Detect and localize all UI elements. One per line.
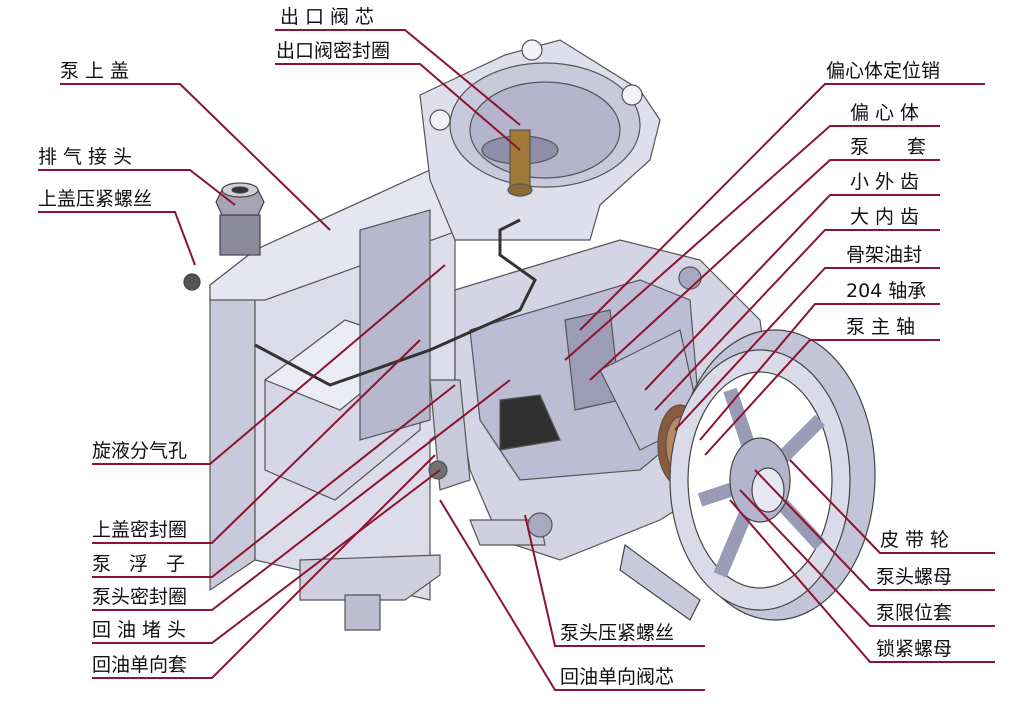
label-pump-limit-sleeve: 泵限位套 bbox=[876, 602, 953, 624]
label-top-cover-seal: 上盖密封圈 bbox=[92, 519, 188, 541]
label-small-outer-gear: 小外齿 bbox=[850, 171, 926, 193]
label-big-inner-gear: 大内齿 bbox=[850, 206, 926, 228]
label-pump-sleeve: 泵套 bbox=[850, 136, 965, 158]
label-exhaust-fitting: 排气接头 bbox=[38, 146, 139, 168]
label-eccentric-body: 偏心体 bbox=[850, 102, 926, 124]
exhaust-fitting-part bbox=[183, 182, 265, 291]
label-outlet-valve-seal: 出口阀密封圈 bbox=[276, 40, 391, 62]
label-bearing-204: 204 轴承 bbox=[846, 280, 927, 302]
label-pump-top-cover: 泵上盖 bbox=[60, 60, 136, 82]
label-lock-nut: 锁紧螺母 bbox=[876, 638, 953, 660]
pump-body bbox=[209, 39, 791, 631]
label-swirl-gas-hole: 旋液分气孔 bbox=[92, 440, 188, 462]
label-return-oil-plug: 回油堵头 bbox=[92, 619, 193, 641]
gas-pipe bbox=[254, 218, 537, 387]
label-belt-pulley: 皮带轮 bbox=[880, 529, 956, 551]
label-return-check-sleeve: 回油单向套 bbox=[92, 654, 188, 676]
label-cover-clamp-screw: 上盖压紧螺丝 bbox=[38, 188, 153, 210]
label-return-check-valve-core: 回油单向阀芯 bbox=[560, 666, 675, 688]
label-eccentric-locating-pin: 偏心体定位销 bbox=[826, 60, 941, 82]
label-skeleton-oil-seal: 骨架油封 bbox=[846, 244, 923, 266]
label-pump-head-clamp-screw: 泵头压紧螺丝 bbox=[560, 622, 675, 644]
label-pump-head-seal: 泵头密封圈 bbox=[92, 586, 188, 608]
label-pump-head-nut: 泵头螺母 bbox=[876, 566, 953, 588]
label-outlet-valve-core: 出口阀芯 bbox=[280, 6, 381, 28]
label-pump-main-shaft: 泵主轴 bbox=[846, 316, 922, 338]
label-pump-float: 泵浮子 bbox=[92, 553, 204, 575]
belt-pulley-part bbox=[619, 329, 876, 621]
